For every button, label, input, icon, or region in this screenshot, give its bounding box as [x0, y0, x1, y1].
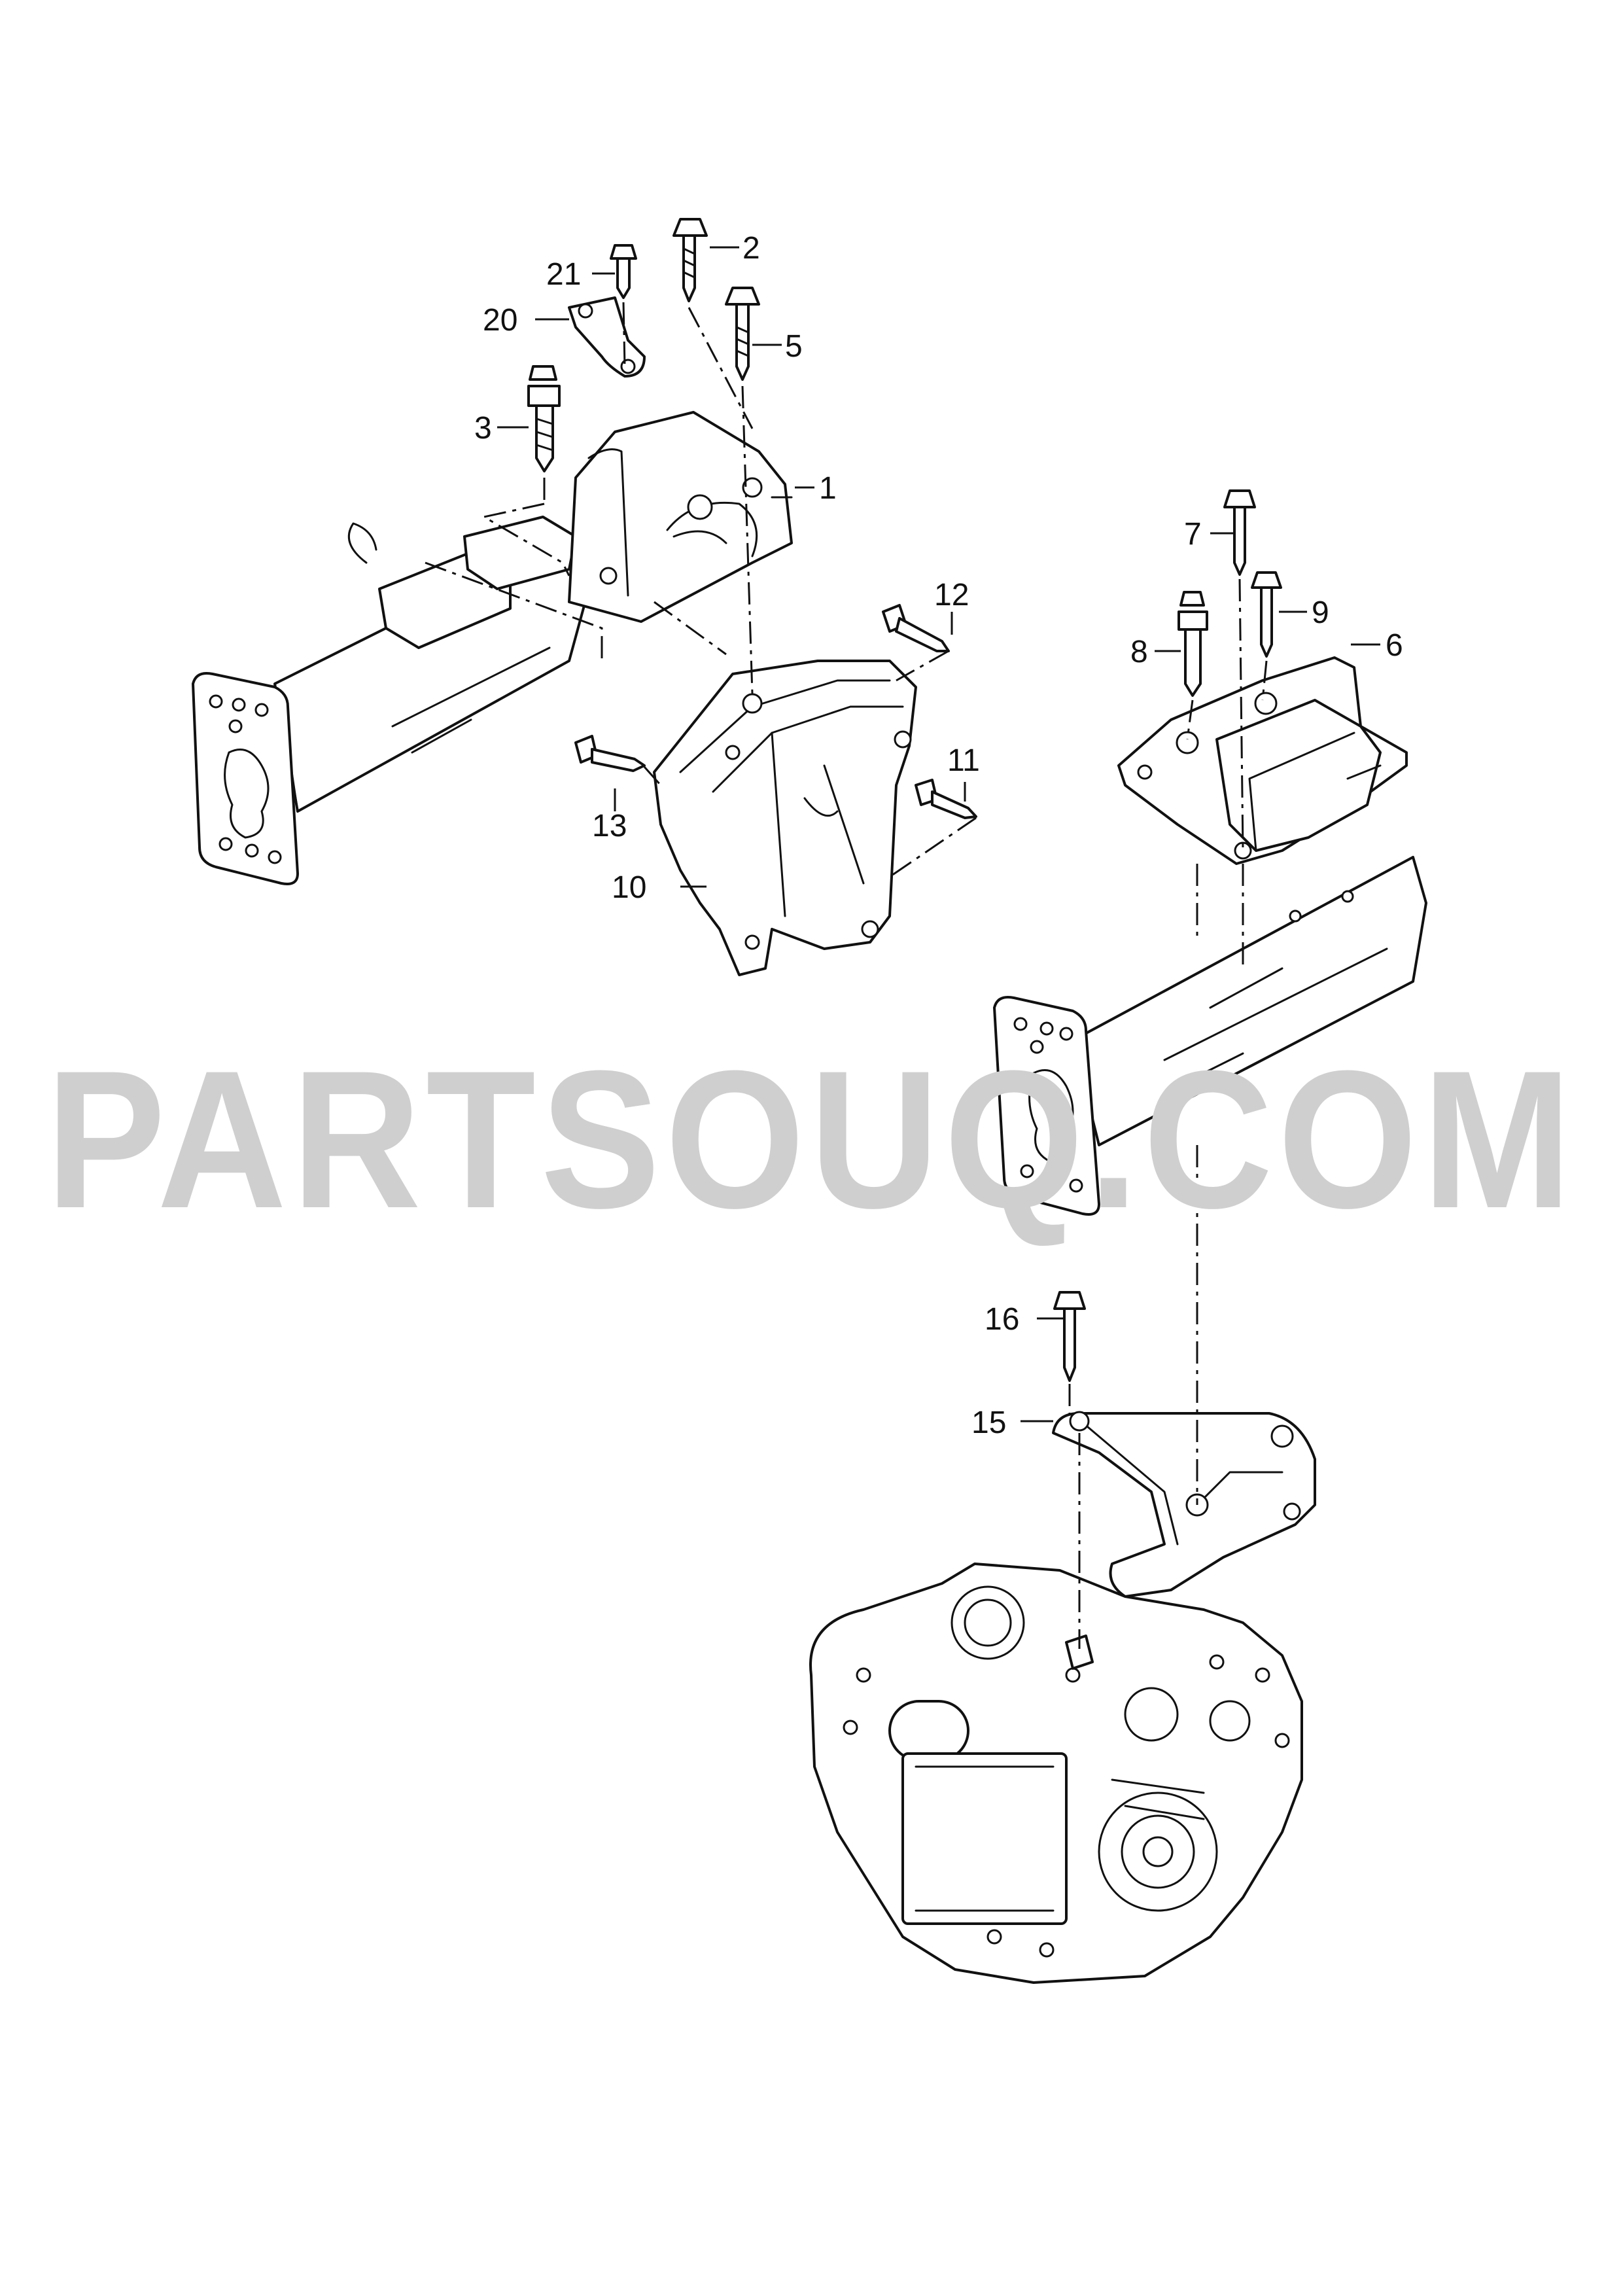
- callout-16: 16: [985, 1302, 1019, 1337]
- bolt-2: [672, 218, 708, 302]
- bolt-11: [915, 779, 977, 819]
- callout-11: 11: [947, 743, 980, 778]
- bolt-12: [882, 604, 950, 652]
- stud-bolt-3: [527, 365, 561, 472]
- callout-21: 21: [546, 257, 581, 292]
- gearbox: [809, 1563, 1303, 1984]
- bolt-16: [1053, 1291, 1086, 1382]
- bolt-13: [574, 735, 646, 772]
- callout-9: 9: [1312, 595, 1329, 630]
- bolt-5: [725, 287, 760, 381]
- leader-lines: [497, 246, 1380, 1422]
- right-frame-member: [993, 856, 1427, 1216]
- engine-mount: [568, 411, 793, 623]
- bolt-21: [610, 244, 637, 299]
- callout-8: 8: [1130, 635, 1148, 669]
- callout-2: 2: [742, 231, 760, 266]
- callout-labels: 1 2 3 5 6 7 8 9 10 11 12 13 15 16 20 21: [474, 231, 1403, 1440]
- callout-10: 10: [612, 870, 646, 905]
- callout-3: 3: [474, 411, 492, 446]
- callout-7: 7: [1184, 517, 1202, 552]
- callout-6: 6: [1386, 628, 1403, 663]
- engine-support-bracket: [653, 660, 917, 976]
- callout-15: 15: [971, 1405, 1006, 1440]
- callout-5: 5: [785, 329, 803, 364]
- bracket-20: [568, 296, 646, 378]
- callout-12: 12: [934, 578, 969, 612]
- gearbox-mount: [1117, 656, 1408, 865]
- watermark-text: PARTSOUQ.COM: [46, 1029, 1577, 1249]
- bolt-7: [1223, 489, 1256, 576]
- callout-13: 13: [592, 809, 627, 843]
- assembly-lines: [425, 302, 1268, 1649]
- gearbox-support-arm: [1052, 1411, 1316, 1598]
- bolt-9: [1251, 571, 1282, 658]
- stud-bolt-8: [1178, 591, 1208, 697]
- callout-1: 1: [819, 471, 837, 506]
- callout-20: 20: [483, 303, 517, 338]
- left-frame-member: [192, 516, 590, 885]
